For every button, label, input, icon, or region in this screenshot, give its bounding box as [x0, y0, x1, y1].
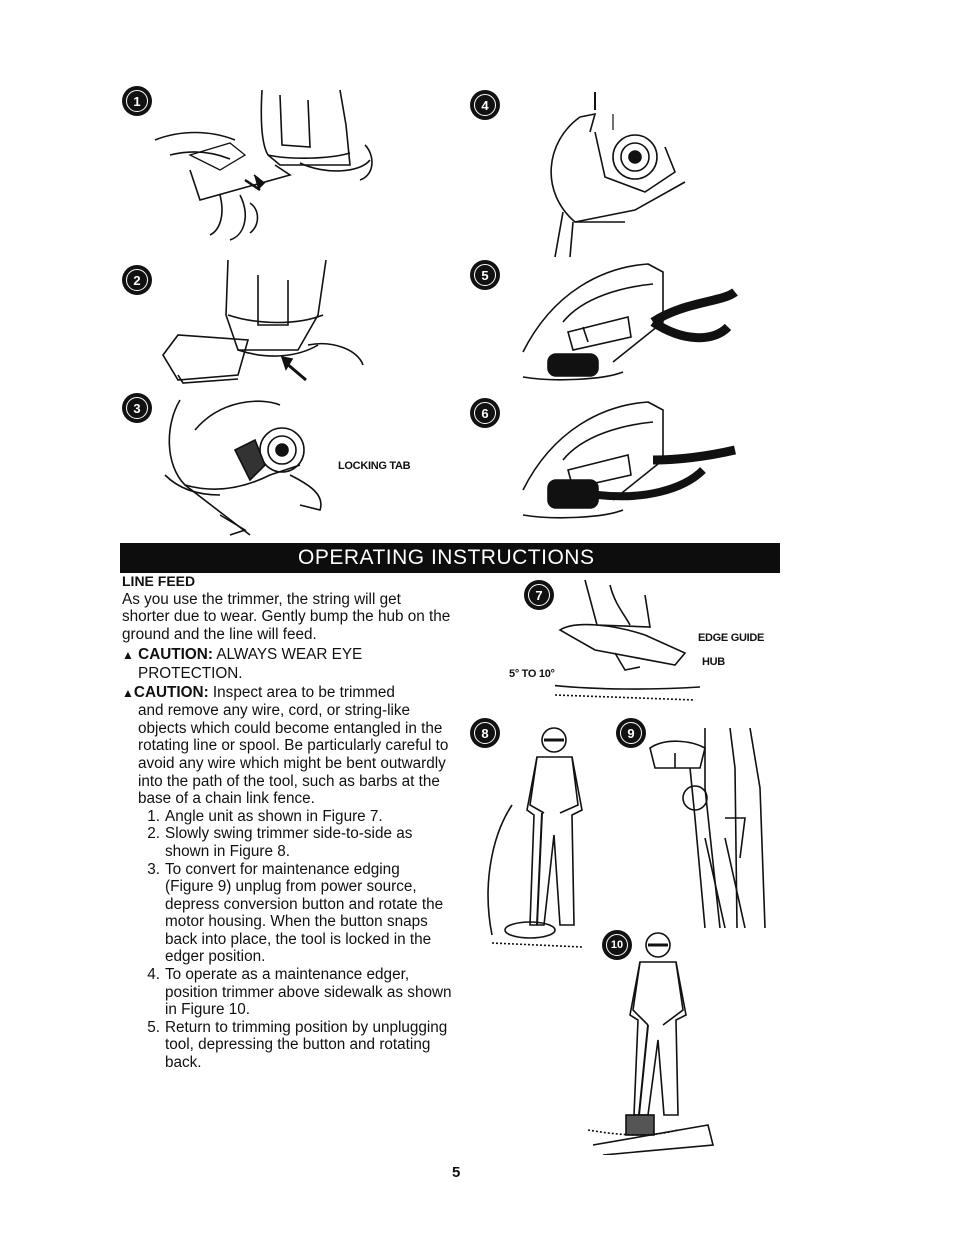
figure-10-number: 10: [606, 934, 628, 956]
step-number: 5.: [147, 1018, 160, 1036]
line-feed-body: As you use the trimmer, the string will …: [122, 590, 451, 643]
caution-eye-protection: ▲ CAUTION: ALWAYS WEAR EYE PROTECTION.: [122, 646, 452, 682]
section-banner: OPERATING INSTRUCTIONS: [120, 543, 780, 573]
figure-7-illustration: [555, 575, 700, 705]
step-text: To operate as a maintenance edger, posit…: [165, 966, 452, 1019]
figure-10-badge: 10: [602, 930, 632, 960]
step-text: Slowly swing trimmer side-to-side as sho…: [165, 825, 413, 860]
figure-7-badge: 7: [524, 580, 554, 610]
figure-1-illustration: [150, 85, 380, 245]
warning-triangle-icon: ▲: [122, 648, 134, 663]
figure-6-badge: 6: [470, 398, 500, 428]
figure-9-number: 9: [620, 722, 642, 744]
page-number: 5: [452, 1164, 461, 1181]
figure-4-badge: 4: [470, 90, 500, 120]
angle-callout: 5° TO 10°: [509, 668, 555, 680]
figure-4-number: 4: [474, 94, 496, 116]
figure-8-illustration: [482, 725, 597, 950]
figure-4-illustration: [535, 92, 690, 262]
caution-inspect-area: ▲CAUTION: Inspect area to be trimmed: [122, 684, 452, 703]
caution-1-text-cont: PROTECTION.: [138, 664, 243, 682]
locking-tab-callout: LOCKING TAB: [338, 460, 411, 472]
hub-callout: HUB: [702, 656, 725, 668]
figure-7-number: 7: [528, 584, 550, 606]
step-number: 1.: [147, 807, 160, 825]
figure-1-badge: 1: [122, 86, 152, 116]
caution-1-text: ALWAYS WEAR EYE: [216, 646, 363, 664]
figure-3-badge: 3: [122, 393, 152, 423]
figure-3-number: 3: [126, 397, 148, 419]
step-item: 5. Return to trimming position by unplugg…: [122, 1019, 452, 1072]
figure-5-badge: 5: [470, 260, 500, 290]
caution-2-text-cont: and remove any wire, cord, or string-lik…: [138, 702, 449, 808]
figure-6-illustration: [513, 400, 738, 525]
step-text: Return to trimming position by unpluggin…: [165, 1018, 448, 1072]
step-text: To convert for maintenance edging (Figur…: [165, 860, 444, 966]
figure-2-number: 2: [126, 269, 148, 291]
figure-9-badge: 9: [616, 718, 646, 748]
figure-8-number: 8: [474, 722, 496, 744]
steps-list: 1. Angle unit as shown in Figure 7. 2. Slo…: [122, 808, 452, 1072]
step-item: 2. Slowly swing trimmer side-to-side as s…: [122, 825, 452, 860]
step-item: 4. To operate as a maintenance edger, pos…: [122, 966, 452, 1019]
caution-2-text: Inspect area to be trimmed: [212, 683, 395, 701]
step-item: 1. Angle unit as shown in Figure 7.: [122, 808, 452, 826]
step-number: 3.: [147, 860, 160, 878]
figure-8-badge: 8: [470, 718, 500, 748]
figure-3-illustration: [160, 395, 335, 540]
step-text: Angle unit as shown in Figure 7.: [165, 807, 383, 825]
step-number: 2.: [147, 825, 160, 843]
figure-6-number: 6: [474, 402, 496, 424]
figure-5-illustration: [513, 262, 738, 387]
figure-2-badge: 2: [122, 265, 152, 295]
warning-triangle-icon: ▲: [122, 685, 134, 700]
instructions-text: LINE FEED As you use the trimmer, the st…: [122, 573, 452, 1072]
line-feed-heading: LINE FEED: [122, 573, 196, 589]
figure-5-number: 5: [474, 264, 496, 286]
section-title: OPERATING INSTRUCTIONS: [298, 546, 595, 569]
caution-label: CAUTION:: [138, 646, 213, 664]
figure-10-illustration: [588, 930, 718, 1155]
step-item: 3. To convert for maintenance edging (Fig…: [122, 861, 452, 967]
figure-1-number: 1: [126, 90, 148, 112]
figure-2-illustration: [158, 255, 368, 395]
figure-9-illustration: [645, 728, 770, 933]
caution-label: CAUTION:: [133, 683, 209, 701]
edge-guide-callout: EDGE GUIDE: [698, 632, 765, 644]
step-number: 4.: [147, 966, 160, 984]
